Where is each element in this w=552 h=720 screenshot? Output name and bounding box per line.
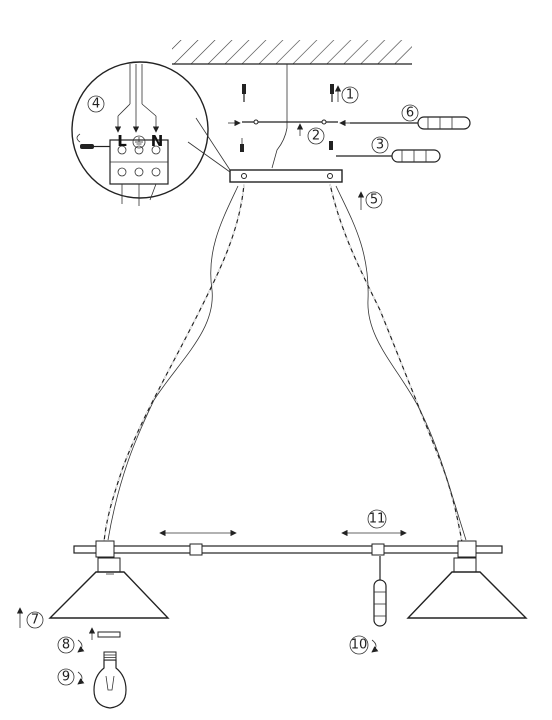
step-7-number: 7 — [31, 613, 39, 628]
step-2-label: 2 — [307, 127, 325, 145]
light-bulb-icon — [93, 651, 127, 709]
step-11-label: 11 — [367, 509, 387, 529]
terminal-live-label: L — [117, 132, 127, 150]
step-9-number: 9 — [62, 670, 70, 685]
power-cord — [271, 64, 288, 169]
step-1-number: 1 — [346, 88, 354, 103]
step-2-number: 2 — [312, 129, 320, 144]
rotate-arrow-icon — [371, 639, 379, 653]
screwdriver-icon — [329, 141, 441, 163]
right-chain — [329, 183, 467, 543]
step-8-number: 8 — [62, 638, 70, 653]
step-8-label: 8 — [57, 636, 85, 654]
step-6-label: 6 — [401, 104, 419, 122]
step-4-number: 4 — [92, 97, 100, 112]
mounting-bracket — [228, 119, 352, 136]
rotate-arrow-icon — [77, 639, 85, 653]
canopy — [229, 169, 343, 183]
step-3-label: 3 — [371, 136, 389, 154]
ground-symbol-icon — [132, 135, 146, 149]
horizontal-bar — [73, 540, 503, 558]
bulb-socket-ring — [88, 627, 121, 640]
step-1-label: 1 — [341, 86, 359, 104]
step-4-label: 4 — [87, 95, 105, 113]
mounting-screws — [240, 84, 342, 152]
step-10-number: 10 — [351, 638, 368, 653]
step-3-number: 3 — [376, 138, 384, 153]
left-shade — [48, 557, 170, 619]
screwdriver-icon — [373, 556, 387, 627]
step-9-label: 9 — [57, 668, 85, 686]
screw-icon — [330, 84, 334, 102]
screwdriver-icon — [350, 116, 471, 130]
right-shade — [406, 557, 528, 619]
terminal-neutral-label: N — [151, 132, 164, 150]
ceiling — [172, 40, 412, 65]
step-7-label: 7 — [16, 607, 44, 629]
step-5-label: 5 — [357, 191, 383, 210]
screw-icon — [242, 84, 246, 102]
screwdriver-icon — [76, 133, 110, 149]
terminal-block-detail: L N — [71, 61, 231, 206]
step-11-number: 11 — [369, 512, 386, 527]
step-5-number: 5 — [370, 193, 378, 208]
left-chain — [103, 183, 245, 543]
step-10-label: 10 — [349, 635, 379, 655]
step-6-number: 6 — [406, 106, 414, 121]
rotate-arrow-icon — [77, 671, 85, 685]
